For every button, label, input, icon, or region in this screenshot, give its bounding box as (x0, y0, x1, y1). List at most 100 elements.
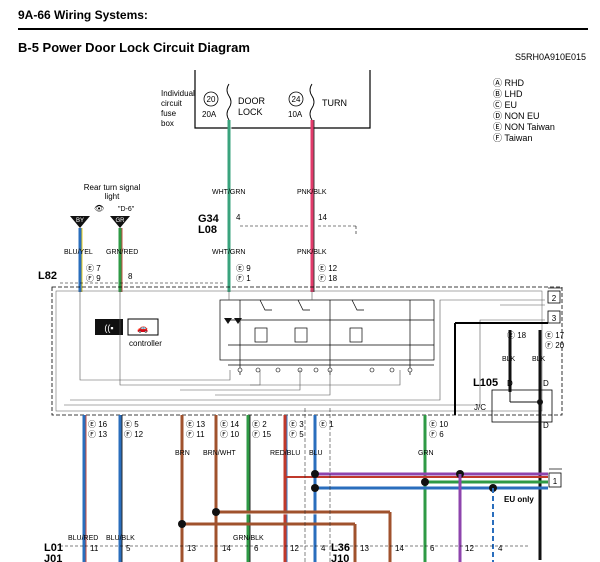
header-rule (18, 28, 588, 30)
svg-text:14: 14 (318, 213, 327, 222)
svg-text:BRN/WHT: BRN/WHT (203, 450, 236, 457)
svg-text:box: box (161, 119, 174, 128)
svg-text:BY: BY (76, 218, 84, 224)
connector-l08: L08 (198, 224, 217, 236)
svg-text:GR: GR (116, 218, 126, 224)
legend-item-a: Ⓐ RHD (493, 78, 525, 88)
fuse-24-number: 24 (292, 95, 301, 104)
fuse-24-rating: 10A (288, 110, 303, 119)
feed-wires: WHT/GRN PNK/BLK WHT/GRN PNK/BLK G34 L08 … (198, 120, 357, 292)
svg-text:Ⓔ 13: Ⓔ 13 (186, 420, 206, 429)
svg-text:2: 2 (552, 294, 557, 303)
svg-text:Ⓕ 12: Ⓕ 12 (124, 430, 144, 439)
connector-l82: L82 (38, 270, 57, 282)
svg-text:BLU/YEL: BLU/YEL (64, 249, 93, 256)
side-tags: 2 3 1 (547, 287, 562, 488)
svg-text:3: 3 (552, 314, 557, 323)
svg-text:D: D (507, 379, 513, 388)
svg-text:4: 4 (321, 544, 326, 553)
svg-text:11: 11 (90, 544, 99, 553)
svg-text:Ⓕ 9: Ⓕ 9 (86, 274, 101, 283)
legend-item-d: Ⓓ NON EU (493, 111, 540, 121)
fuse-24-name: TURN (322, 98, 347, 108)
eye-icon: 👁 (94, 204, 104, 213)
svg-text:Ⓔ 18: Ⓔ 18 (507, 331, 527, 340)
fuse-20-name: DOOR (238, 96, 266, 106)
svg-text:Ⓔ 12: Ⓔ 12 (318, 264, 338, 273)
connector-l01: L01 (44, 542, 63, 554)
svg-text:Ⓕ 13: Ⓕ 13 (88, 430, 108, 439)
svg-text:6: 6 (254, 544, 259, 553)
svg-text:GRN/RED: GRN/RED (106, 249, 138, 256)
svg-text:circuit: circuit (161, 99, 183, 108)
page-title: B-5 Power Door Lock Circuit Diagram (18, 40, 250, 55)
svg-text:Ⓕ 20: Ⓕ 20 (545, 341, 565, 350)
svg-text:D: D (543, 421, 549, 430)
svg-text:8: 8 (128, 272, 133, 281)
svg-text:Ⓕ 18: Ⓕ 18 (318, 274, 338, 283)
svg-text:D: D (543, 379, 549, 388)
legend-item-c: Ⓒ EU (493, 100, 518, 110)
rear-turn-signal-light: Rear turn signal light 👁 "D-6" BY GR BLU… (38, 183, 225, 292)
junction-connector: J/C (474, 403, 486, 412)
connector-l105: L105 (473, 377, 498, 389)
connector-l36: L36 (331, 542, 350, 554)
svg-text:BLU/RED: BLU/RED (68, 535, 98, 542)
svg-text:controller: controller (129, 339, 162, 348)
svg-text:14: 14 (222, 544, 231, 553)
svg-text:12: 12 (290, 544, 299, 553)
svg-text:Ⓔ 10: Ⓔ 10 (429, 420, 449, 429)
svg-text:Ⓕ 1: Ⓕ 1 (236, 274, 251, 283)
doc-code: S5RH0A910E015 (514, 52, 586, 62)
svg-text:((▪: ((▪ (104, 323, 113, 333)
svg-text:Rear turn signal: Rear turn signal (84, 183, 141, 192)
svg-text:BRN: BRN (175, 450, 190, 457)
controller-icon (95, 319, 123, 335)
svg-text:LOCK: LOCK (238, 107, 263, 117)
fuse-box: Individual circuit fuse box 20 20A DOOR … (161, 70, 371, 129)
section-header: 9A-66 Wiring Systems: (18, 8, 148, 22)
svg-text:4: 4 (498, 544, 503, 553)
svg-text:14: 14 (395, 544, 404, 553)
svg-text:Individual: Individual (161, 89, 195, 98)
svg-text:Ⓔ 5: Ⓔ 5 (124, 420, 139, 429)
svg-text:BLU/BLK: BLU/BLK (106, 535, 135, 542)
svg-text:13: 13 (360, 544, 369, 553)
bottom-wires: Ⓔ 16 Ⓕ 13 Ⓔ 5 Ⓕ 12 Ⓔ 13 Ⓕ 11 Ⓔ 14 Ⓕ 10 Ⓔ… (44, 408, 548, 562)
svg-text:Ⓕ 6: Ⓕ 6 (429, 430, 444, 439)
svg-text:PNK/BLK: PNK/BLK (297, 249, 327, 256)
svg-text:6: 6 (430, 544, 435, 553)
svg-text:Ⓔ 1: Ⓔ 1 (319, 420, 334, 429)
svg-text:Ⓔ 16: Ⓔ 16 (88, 420, 108, 429)
svg-text:Ⓔ 7: Ⓔ 7 (86, 264, 101, 273)
svg-text:🚗: 🚗 (137, 323, 148, 333)
legend-item-f: Ⓕ Taiwan (493, 133, 533, 143)
connector-g34: G34 (198, 213, 220, 225)
svg-text:Ⓕ 5: Ⓕ 5 (289, 430, 304, 439)
svg-text:Ⓕ 15: Ⓕ 15 (252, 430, 272, 439)
svg-text:BLK: BLK (532, 356, 546, 363)
svg-text:WHT/GRN: WHT/GRN (212, 249, 245, 256)
legend-item-b: Ⓑ LHD (493, 89, 523, 99)
ground-junction: Ⓔ 18 Ⓔ 17 Ⓕ 20 BLK BLK L105 D D J/C D (473, 330, 565, 560)
svg-text:light: light (105, 192, 120, 201)
svg-text:RED/BLU: RED/BLU (270, 450, 300, 457)
fuse-20-rating: 20A (202, 110, 217, 119)
connector-j01: J01 (44, 553, 62, 562)
svg-text:"D-6": "D-6" (118, 206, 135, 213)
svg-text:WHT/GRN: WHT/GRN (212, 189, 245, 196)
svg-text:Ⓔ 3: Ⓔ 3 (289, 420, 304, 429)
legend-item-e: Ⓔ NON Taiwan (493, 122, 555, 132)
svg-text:Ⓔ 2: Ⓔ 2 (252, 420, 267, 429)
svg-text:Ⓔ 9: Ⓔ 9 (236, 264, 251, 273)
svg-text:fuse: fuse (161, 109, 177, 118)
svg-text:Ⓕ 11: Ⓕ 11 (186, 430, 205, 439)
svg-text:BLK: BLK (502, 356, 516, 363)
svg-text:13: 13 (187, 544, 196, 553)
fuse-20-number: 20 (207, 95, 216, 104)
svg-text:BLU: BLU (309, 450, 323, 457)
svg-text:Ⓔ 17: Ⓔ 17 (545, 331, 565, 340)
svg-text:1: 1 (553, 477, 558, 486)
